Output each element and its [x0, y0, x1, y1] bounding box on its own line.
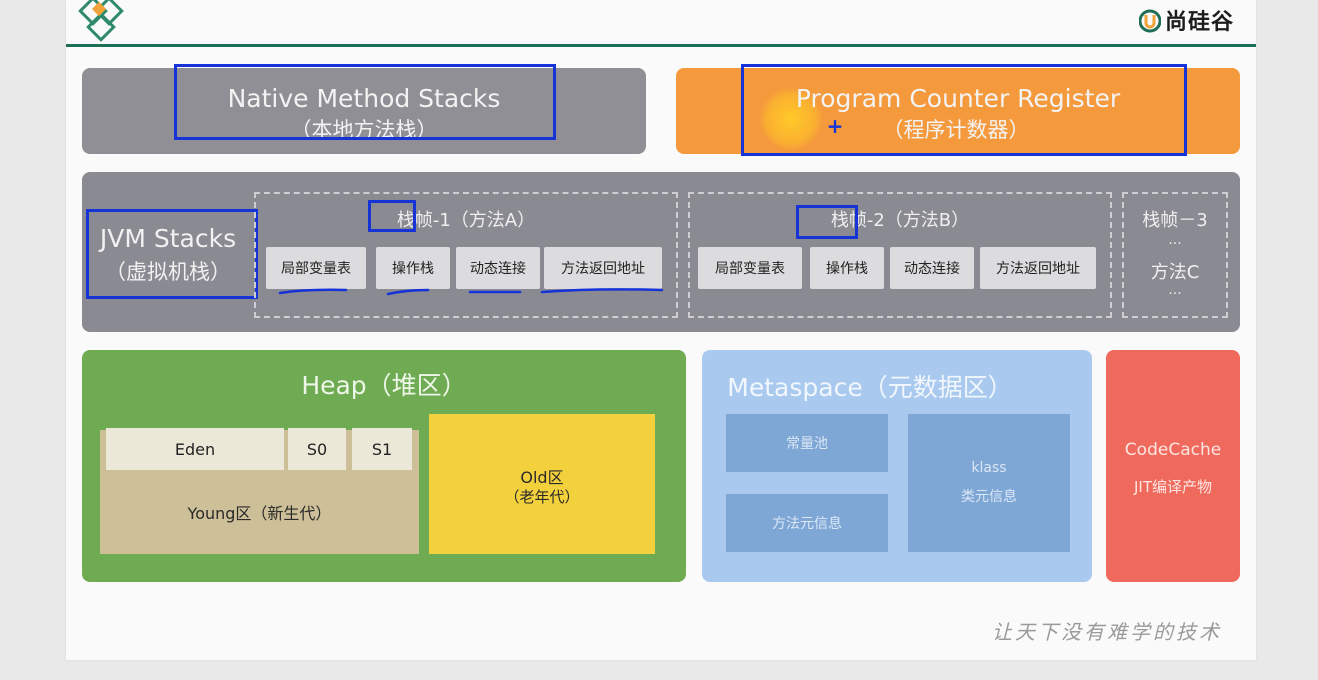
- s0-cell: S0: [288, 428, 346, 470]
- header-divider: [66, 44, 1256, 47]
- handwritten-underlines: [278, 288, 664, 296]
- frame-1-return-address: 方法返回地址: [544, 247, 662, 289]
- metaspace-title: Metaspace（元数据区）: [727, 373, 1013, 402]
- frame-1-annotation-rect: [368, 200, 416, 232]
- stack-frame-2: [688, 192, 1112, 318]
- jvm-stacks-title: JVM Stacks: [99, 224, 237, 253]
- constant-pool-cell: 常量池: [726, 414, 888, 472]
- frame-2-dynamic-linking: 动态连接: [890, 247, 974, 289]
- frame-1-operand-stack: 操作栈: [376, 247, 450, 289]
- stack-frame-3-dots-top: ...: [1168, 232, 1182, 248]
- diamond-logo-icon: [78, 0, 124, 42]
- frame-2-return-address: 方法返回地址: [980, 247, 1096, 289]
- klass-label: klass: [971, 460, 1007, 476]
- method-meta-cell: 方法元信息: [726, 494, 888, 552]
- old-generation-box: [429, 414, 655, 554]
- stack-frame-3-method: 方法C: [1150, 262, 1200, 283]
- codecache-title: CodeCache: [1124, 440, 1222, 460]
- klass-cell: klass 类元信息: [908, 414, 1070, 552]
- klass-sublabel: 类元信息: [961, 489, 1017, 505]
- stack-frame-3: [1122, 192, 1228, 318]
- stack-frame-2-title: 栈帧-2（方法B）: [830, 210, 970, 231]
- cursor-highlight: [760, 88, 822, 150]
- young-label: Young区（新生代）: [187, 504, 332, 523]
- header-bar: 尚硅谷: [66, 0, 1256, 46]
- slide: 尚硅谷 Native Method Stacks （本地方法栈） Program…: [66, 0, 1256, 660]
- frame-2-operand-stack: 操作栈: [810, 247, 884, 289]
- stack-frame-3-title: 栈帧－3: [1142, 210, 1208, 231]
- jvm-stacks-annotation-rect: [86, 209, 258, 299]
- s1-cell: S1: [352, 428, 412, 470]
- jvm-stacks-subtitle: （虚拟机栈）: [105, 260, 231, 284]
- stack-frame-3-dots-bottom: ...: [1168, 282, 1182, 298]
- pcr-title: Program Counter Register: [795, 84, 1121, 113]
- stack-frame-1: [254, 192, 678, 318]
- pcr-plus-mark: +: [826, 114, 844, 138]
- frame-1-local-vars: 局部变量表: [266, 247, 366, 289]
- eden-cell: Eden: [106, 428, 284, 470]
- brand-name: 尚硅谷: [1164, 10, 1234, 35]
- frame-1-dynamic-linking: 动态连接: [456, 247, 540, 289]
- frame-2-annotation-rect: [796, 205, 858, 239]
- stack-frame-1-title: 栈帧-1（方法A）: [396, 210, 536, 231]
- native-annotation-rect: [174, 64, 556, 140]
- frame-2-local-vars: 局部变量表: [698, 247, 802, 289]
- heap-title: Heap（堆区）: [301, 371, 467, 400]
- pcr-annotation-rect: [741, 64, 1187, 156]
- old-label: Old区: [520, 468, 564, 487]
- codecache-subtitle: JIT编译产物: [1133, 478, 1212, 496]
- brand-logo: 尚硅谷: [1138, 4, 1234, 36]
- brand-u-icon: [1138, 9, 1161, 33]
- native-title: Native Method Stacks: [227, 84, 501, 113]
- codecache-box: [1106, 350, 1240, 582]
- slogan-text: 让天下没有难学的技术: [992, 620, 1222, 644]
- old-sublabel: （老年代）: [504, 488, 580, 506]
- pcr-subtitle: （程序计数器）: [882, 118, 1030, 142]
